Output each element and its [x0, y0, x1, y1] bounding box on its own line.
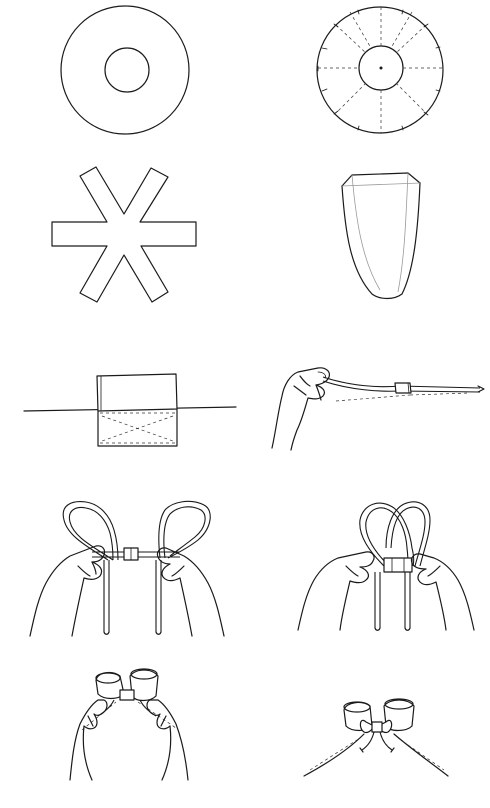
- step-3-star-cutout: [52, 167, 196, 302]
- step-10-finished-bow: [304, 699, 448, 776]
- step-5-fabric-tube: [24, 374, 236, 446]
- step-2-segmented-disc: [317, 7, 443, 133]
- step-1-ring-disc: [61, 6, 189, 134]
- step-7-hands-two-loops: [30, 501, 224, 636]
- step-6-hand-threading: [272, 368, 484, 450]
- step-4-folded-pouch: [342, 173, 420, 299]
- step-8-hands-crossing: [298, 502, 474, 630]
- step-9-hands-tightening: [70, 669, 188, 780]
